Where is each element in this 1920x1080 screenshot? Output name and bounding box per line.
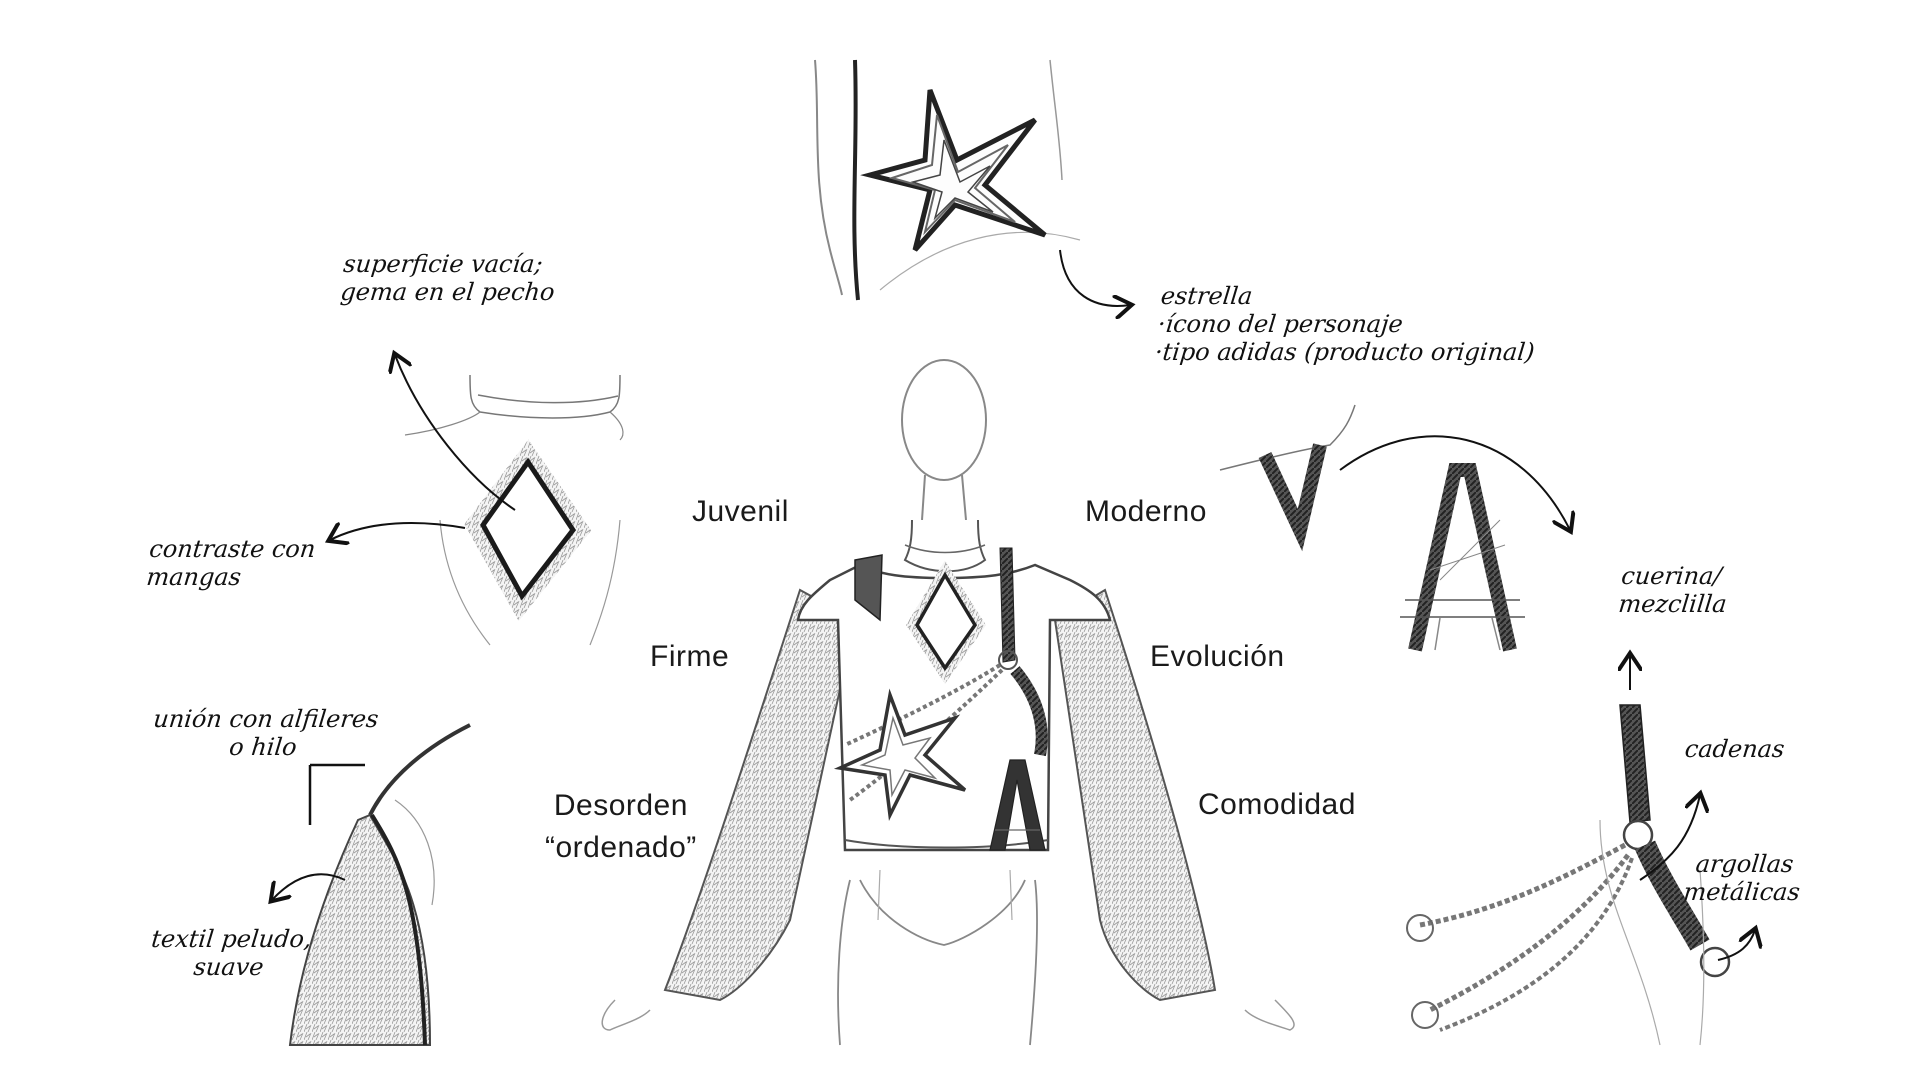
central-figure-sketch <box>601 359 1295 1046</box>
note-estrella: estrella ·ícono del personaje ·tipo adid… <box>1153 282 1536 366</box>
star-detail-sketch <box>814 59 1081 301</box>
keyword-firme: Firme <box>650 640 730 673</box>
superficie-arrow <box>395 355 516 511</box>
contraste-arrow <box>330 522 466 540</box>
note-contraste: contraste con mangas <box>145 535 317 591</box>
cadenas-arrow <box>1639 795 1700 881</box>
keyword-desorden: Desorden “ordenado” <box>545 789 697 864</box>
note-cadenas: cadenas <box>1683 735 1786 763</box>
keyword-moderno: Moderno <box>1085 495 1207 528</box>
note-superficie: superficie vacía; gema en el pecho <box>339 250 556 306</box>
v-detail-sketch <box>1219 404 1525 652</box>
strap-detail-sketch <box>1406 704 1731 1046</box>
argollas-arrow <box>1717 930 1755 961</box>
estrella-arrow <box>1059 249 1130 306</box>
gem-detail-sketch <box>404 374 624 646</box>
shoulder-detail-sketch <box>288 723 471 1046</box>
note-textil: textil peludo, suave <box>150 925 314 981</box>
note-union: unión con alfileres o hilo <box>152 705 380 761</box>
note-argollas: argollas metálicas <box>1682 850 1802 906</box>
keyword-juvenil: Juvenil <box>692 495 789 528</box>
textil-arrow <box>272 873 346 900</box>
moderno-arrow <box>1339 435 1570 530</box>
keyword-evolucion: Evolución <box>1150 640 1285 673</box>
note-cuerina: cuerina/ mezclilla <box>1617 562 1729 618</box>
keyword-comodidad: Comodidad <box>1198 788 1356 821</box>
